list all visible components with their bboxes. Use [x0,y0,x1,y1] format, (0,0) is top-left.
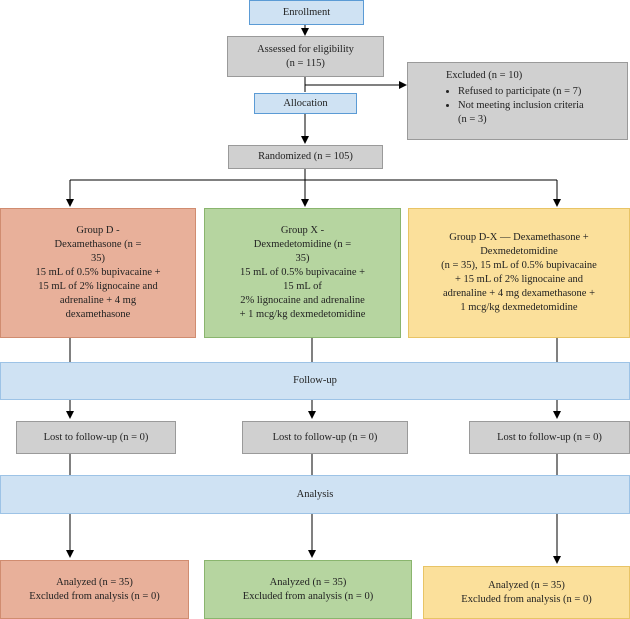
analyzed-text-x: Analyzed (n = 35) Excluded from analysis… [242,576,374,602]
group-d-box: Group D - Dexamethasone (n = 35) 15 mL o… [0,208,196,338]
excluded-box: Excluded (n = 10) Refused to participate… [407,62,628,140]
followup-label: Follow-up [293,375,337,387]
assessed-box: Assessed for eligibility (n = 115) [227,36,384,77]
lost-label-dx: Lost to follow-up (n = 0) [497,431,602,443]
analyzed-text-d: Analyzed (n = 35) Excluded from analysis… [29,576,160,602]
analysis-label: Analysis [296,488,334,500]
analyzed-box-dx: Analyzed (n = 35) Excluded from analysis… [423,566,630,619]
randomized-label: Randomized (n = 105) [258,151,353,163]
allocation-label: Allocation [283,97,328,109]
enrollment-box: Enrollment [249,0,364,25]
analyzed-text-dx: Analyzed (n = 35) Excluded from analysis… [461,579,592,605]
excluded-title: Excluded (n = 10) [446,70,523,81]
followup-band: Follow-up [0,362,630,400]
analyzed-box-x: Analyzed (n = 35) Excluded from analysis… [204,560,412,619]
group-dx-box: Group D-X — Dexamethasone + Dexmedetomid… [408,208,630,338]
excluded-list: Refused to participate (n = 7) Not meeti… [446,85,584,127]
group-x-box: Group X - Dexmedetomidine (n = 35) 15 mL… [204,208,401,338]
group-x-text: Group X - Dexmedetomidine (n = 35) 15 mL… [239,225,366,320]
analyzed-box-d: Analyzed (n = 35) Excluded from analysis… [0,560,189,619]
allocation-box: Allocation [254,93,357,114]
excluded-item: Refused to participate (n = 7) [458,85,584,99]
group-d-text: Group D - Dexamethasone (n = 35) 15 mL o… [35,225,161,320]
lost-box-d: Lost to follow-up (n = 0) [16,421,176,454]
lost-box-dx: Lost to follow-up (n = 0) [469,421,630,454]
group-dx-text: Group D-X — Dexamethasone + Dexmedetomid… [441,232,597,313]
excluded-item: Not meeting inclusion criteria (n = 3) [458,99,584,127]
randomized-box: Randomized (n = 105) [228,145,383,169]
analysis-band: Analysis [0,475,630,514]
lost-label-d: Lost to follow-up (n = 0) [43,431,149,443]
enrollment-label: Enrollment [282,6,331,18]
lost-box-x: Lost to follow-up (n = 0) [242,421,408,454]
assessed-label: Assessed for eligibility (n = 115) [257,43,354,69]
lost-label-x: Lost to follow-up (n = 0) [272,431,378,443]
